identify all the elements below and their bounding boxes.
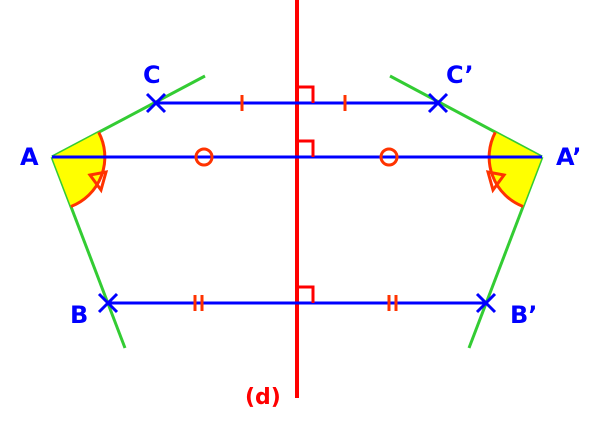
blue-segments (52, 101, 542, 305)
label-B: B (70, 301, 88, 329)
ray-left-lower (50, 156, 127, 349)
cross-B (97, 292, 119, 314)
right-angle-marks (297, 85, 315, 303)
label-C-prime: C’ (446, 61, 474, 89)
cross-C (145, 92, 167, 114)
right-angle-mark-top (297, 85, 315, 103)
label-B-prime: B’ (510, 301, 537, 329)
green-rays (50, 74, 544, 349)
axis-label: (d) (245, 385, 281, 410)
right-angle-mark-middle (297, 139, 315, 157)
label-C: C (143, 61, 161, 89)
angle-mark-A (52, 131, 109, 208)
point-crosses (97, 92, 497, 314)
right-angle-mark-bottom (297, 285, 315, 303)
label-A: A (20, 143, 39, 171)
cross-B-prime (475, 292, 497, 314)
circle-mark-right (379, 147, 399, 167)
equal-marks (193, 95, 399, 311)
ray-right-lower (467, 156, 544, 349)
cross-C-prime (427, 92, 449, 114)
label-A-prime: A’ (556, 143, 582, 171)
ray-left-upper (51, 74, 206, 159)
circle-mark-left (194, 147, 214, 167)
angle-mark-A-prime (485, 131, 542, 208)
ray-right-upper (389, 74, 543, 159)
